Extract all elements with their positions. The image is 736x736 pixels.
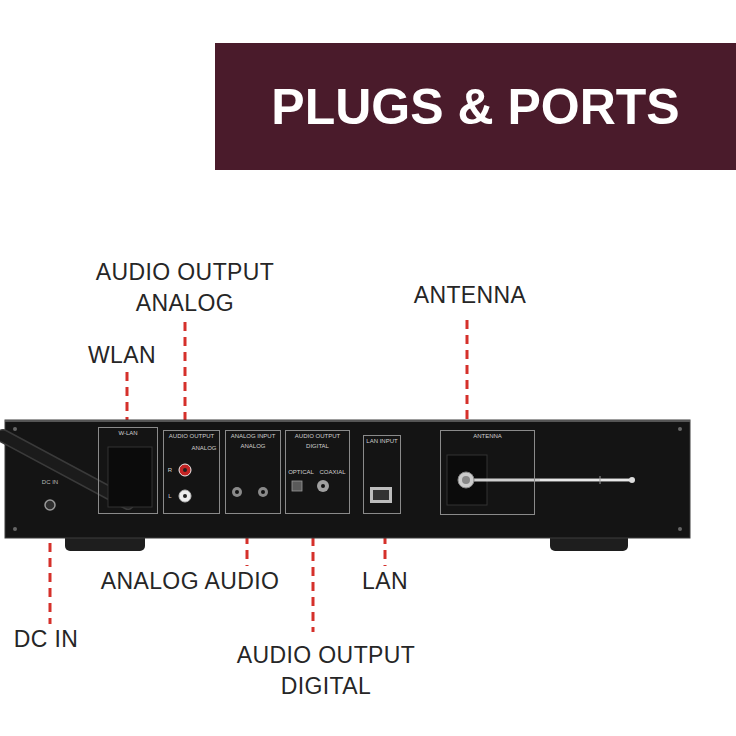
rca-jack-red [179, 464, 191, 476]
screw [678, 427, 682, 431]
device-body [5, 420, 690, 538]
port-caption: W-LAN [99, 430, 157, 437]
telescopic-segment [540, 479, 630, 481]
leader-line [49, 528, 52, 624]
antenna-joint [600, 476, 601, 484]
port-caption: R [165, 467, 175, 474]
rj45-port [370, 487, 392, 503]
port-panel: AUDIO OUTPUT DIGITAL OPTICALCOAXIAL [285, 430, 350, 514]
mini-jack [232, 487, 242, 497]
port-caption: ANALOG [226, 443, 280, 450]
antenna-knob [458, 472, 474, 488]
callout-label: AUDIO OUTPUT ANALOG [75, 257, 295, 319]
callout-label: ANTENNA [390, 280, 550, 311]
optical-port [292, 481, 302, 491]
port-caption: OPTICAL [286, 469, 316, 476]
screw [13, 527, 17, 531]
leader-line [126, 372, 129, 420]
port-caption: L [165, 493, 175, 500]
port-caption: AUDIO OUTPUT [164, 433, 219, 440]
panel-label: DC IN [30, 479, 70, 486]
port-caption: LAN INPUT [364, 438, 400, 445]
mini-jack-hole [261, 490, 265, 494]
screw [678, 527, 682, 531]
port-caption: ANTENNA [441, 433, 534, 440]
port-caption: AUDIO OUTPUT [286, 433, 349, 440]
port-panel: ANTENNA [440, 430, 535, 515]
screw [13, 427, 17, 431]
port-panel: ANALOG INPUT ANALOG [225, 430, 281, 514]
leader-line [466, 320, 469, 437]
device-bevel [5, 420, 690, 422]
rca-pin [183, 468, 187, 472]
mini-jack [258, 487, 268, 497]
mini-jack-hole [235, 490, 239, 494]
port-panel: LAN INPUT [363, 435, 401, 514]
callout-label: WLAN [62, 340, 182, 371]
port-caption: COAXIAL [316, 469, 349, 476]
port-caption: DIGITAL [286, 443, 349, 450]
telescopic-antenna [466, 479, 630, 482]
rca-pin [183, 494, 187, 498]
port-panel: W-LAN [98, 427, 158, 514]
coaxial-pin [321, 484, 325, 488]
antenna-knob-center [462, 476, 470, 484]
callout-label: LAN [335, 566, 435, 597]
rj45-opening [373, 490, 389, 500]
port-caption: ANALOG [188, 445, 220, 452]
port-panel: AUDIO OUTPUT ANALOG R L [163, 430, 220, 514]
port-caption: ANALOG INPUT [226, 433, 280, 440]
rca-jack-white [179, 490, 191, 502]
callout-label: DC IN [0, 624, 92, 655]
coaxial-jack [317, 480, 329, 492]
antenna-tip [629, 477, 635, 483]
callout-label: ANALOG AUDIO [60, 566, 320, 597]
callout-label: AUDIO OUTPUT DIGITAL [216, 640, 436, 702]
dc-jack [45, 500, 55, 510]
wlan-socket [108, 447, 152, 507]
title-band: PLUGS & PORTS [215, 43, 736, 170]
